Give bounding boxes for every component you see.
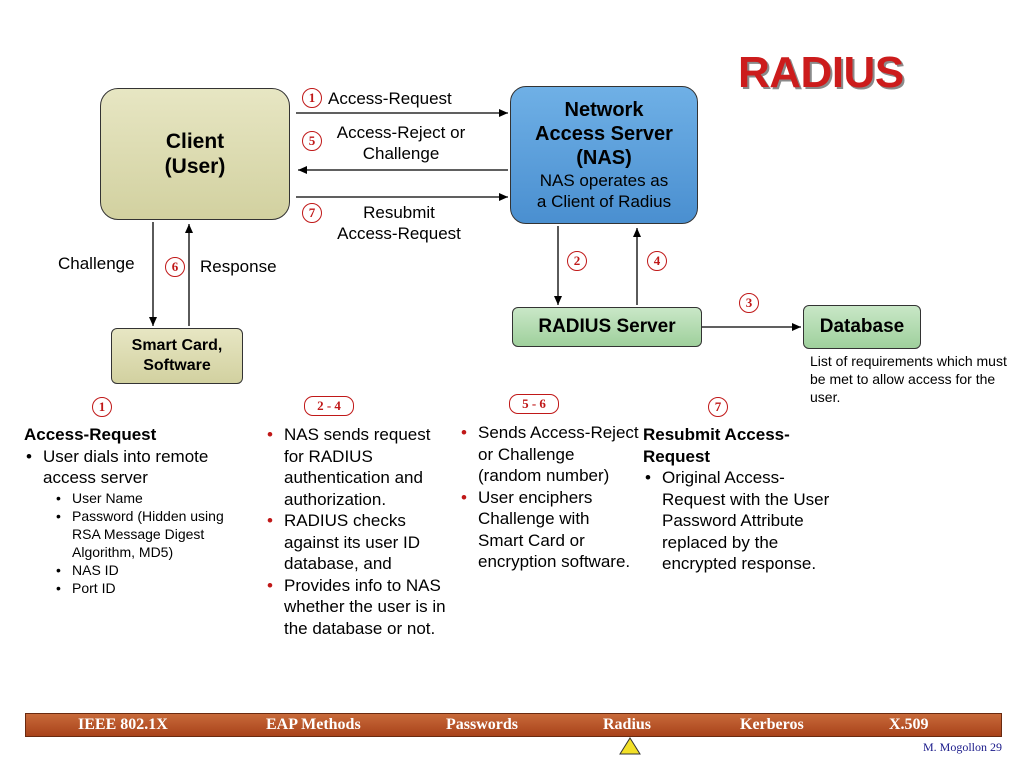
nas-title-2: Access Server — [535, 123, 673, 145]
home-triangle-icon[interactable] — [619, 737, 641, 755]
client-label-1: Client — [165, 130, 225, 153]
step-marker-3: 3 — [739, 293, 759, 313]
step-marker-6: 6 — [165, 257, 185, 277]
column-1-heading: Access-Request — [24, 425, 157, 444]
nav-eap-methods[interactable]: EAP Methods — [266, 716, 361, 733]
database-box: Database — [803, 305, 921, 349]
column-4-bullet: Original Access-Request with the User Pa… — [643, 467, 833, 575]
column-nas-radius: NAS sends request for RADIUS authenticat… — [265, 424, 450, 639]
nas-title-3: (NAS) — [576, 147, 632, 169]
column-marker-2-4: 2 - 4 — [304, 396, 354, 416]
step-marker-1: 1 — [302, 88, 322, 108]
column-1-sub-item: NAS ID — [56, 561, 239, 579]
nav-ieee-8021x[interactable]: IEEE 802.1X — [78, 716, 168, 733]
column-2-bullet: RADIUS checks against its user ID databa… — [265, 510, 450, 575]
nas-title-1: Network — [564, 99, 644, 121]
nas-box: Network Access Server (NAS) NAS operates… — [510, 86, 698, 224]
label-resubmit-2: Access-Request — [337, 224, 461, 243]
column-2-bullet: NAS sends request for RADIUS authenticat… — [265, 424, 450, 510]
label-resubmit: Resubmit Access-Request — [320, 202, 478, 244]
step-marker-5: 5 — [302, 131, 322, 151]
column-challenge: Sends Access-Reject or Challenge (random… — [459, 422, 639, 573]
column-3-bullet: User enciphers Challenge with Smart Card… — [459, 487, 639, 573]
nav-kerberos[interactable]: Kerberos — [740, 716, 804, 733]
slide-title: RADIUS — [738, 48, 904, 97]
column-4-heading: Resubmit Access-Request — [643, 425, 790, 466]
label-challenge: Challenge — [58, 254, 135, 273]
column-marker-1: 1 — [92, 397, 112, 417]
column-resubmit: Resubmit Access-Request Original Access-… — [643, 424, 833, 575]
column-marker-5-6: 5 - 6 — [509, 394, 559, 414]
page-number: M. Mogollon 29 — [922, 740, 1002, 754]
step-marker-7: 7 — [302, 203, 322, 223]
column-marker-7: 7 — [708, 397, 728, 417]
radius-server-box: RADIUS Server — [512, 307, 702, 347]
column-1-sub-item: Password (Hidden using RSA Message Diges… — [56, 507, 239, 561]
column-access-request: Access-Request User dials into remote ac… — [24, 424, 239, 597]
label-access-reject-1: Access-Reject or — [336, 123, 466, 142]
column-1-bullet: User dials into remote access server — [24, 446, 239, 489]
label-resubmit-1: Resubmit — [363, 203, 435, 222]
column-1-bullet-text: User dials into remote access server — [43, 446, 209, 488]
step-marker-4: 4 — [647, 251, 667, 271]
nav-radius[interactable]: Radius — [603, 716, 652, 733]
nav-passwords[interactable]: Passwords — [446, 716, 519, 733]
column-1-sub-item: Port ID — [56, 579, 239, 597]
column-1-sublist: User Name Password (Hidden using RSA Mes… — [24, 489, 239, 597]
smart-card-box: Smart Card, Software — [111, 328, 243, 384]
column-3-bullet: Sends Access-Reject or Challenge (random… — [459, 422, 639, 487]
column-1-sub-item: User Name — [56, 489, 239, 507]
column-2-bullet: Provides info to NAS whether the user is… — [265, 575, 450, 640]
label-access-request: Access-Request — [328, 89, 452, 108]
smart-card-label-2: Software — [143, 357, 211, 374]
smart-card-label-1: Smart Card, — [131, 337, 223, 354]
nas-sub-1: NAS operates as — [539, 171, 669, 190]
step-marker-2: 2 — [567, 251, 587, 271]
client-box: Client (User) — [100, 88, 290, 220]
database-note: List of requirements which must be met t… — [810, 353, 1007, 405]
nav-x509[interactable]: X.509 — [889, 716, 929, 733]
label-access-reject: Access-Reject or Challenge — [322, 122, 480, 164]
footer-nav-bar — [25, 713, 1002, 737]
client-label-2: (User) — [164, 155, 226, 178]
nas-sub-2: a Client of Radius — [536, 192, 672, 211]
label-response: Response — [200, 257, 277, 276]
label-access-reject-2: Challenge — [362, 144, 440, 163]
